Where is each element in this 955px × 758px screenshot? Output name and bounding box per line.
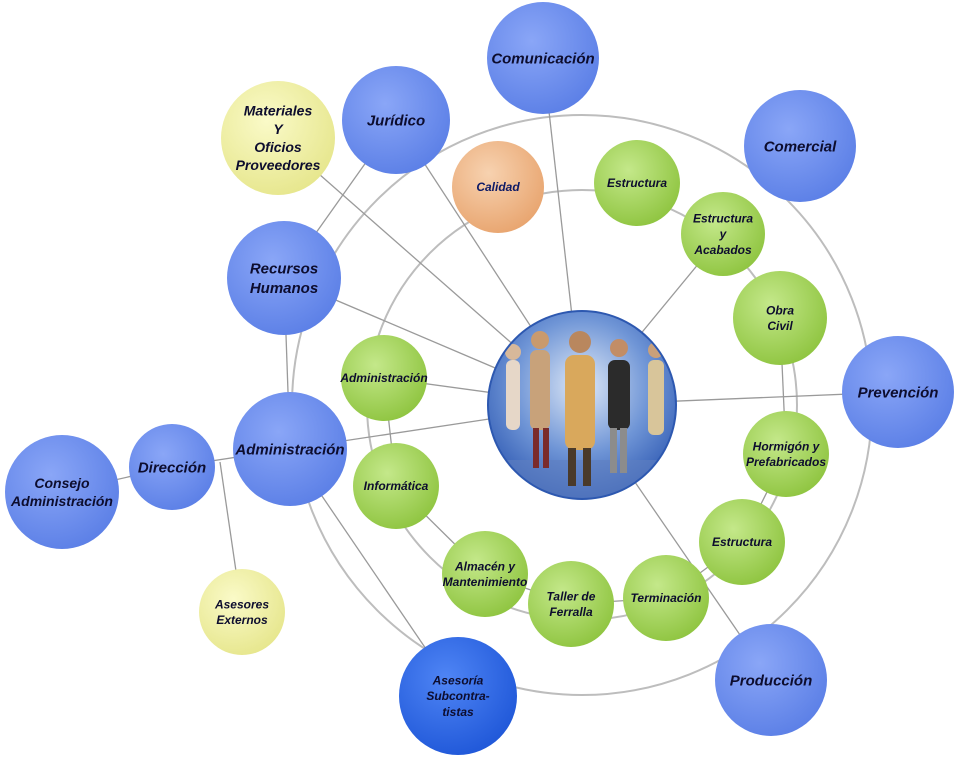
node-terminacion[interactable]: Terminación <box>623 555 709 641</box>
node-circle <box>353 443 439 529</box>
people-figures-icon <box>505 331 664 486</box>
node-hormigon-prefabricados[interactable]: Hormigón y Prefabricados <box>743 411 829 497</box>
node-label: Estructura <box>712 535 772 549</box>
node-label: Producción <box>730 672 813 689</box>
node-label: Oficios <box>254 139 302 155</box>
node-label: Externos <box>216 613 268 627</box>
node-label: Subcontra- <box>426 689 489 703</box>
node-circle <box>233 392 347 506</box>
node-circle <box>842 336 954 448</box>
node-circle <box>227 221 341 335</box>
node-circle <box>487 2 599 114</box>
node-label: Administración <box>339 371 427 385</box>
node-direccion[interactable]: Dirección <box>129 424 215 510</box>
node-label: Hormigón y <box>753 439 821 453</box>
node-estructura-top[interactable]: Estructura <box>594 140 680 226</box>
node-produccion[interactable]: Producción <box>715 624 827 736</box>
diagram-nodes: ComunicaciónComercialPrevenciónProducció… <box>5 2 954 755</box>
center-photo <box>487 310 677 500</box>
node-comunicacion[interactable]: Comunicación <box>487 2 599 114</box>
node-label: Administración <box>10 493 113 509</box>
node-label: Proveedores <box>236 157 321 173</box>
node-label: Acabados <box>693 243 752 257</box>
node-comercial[interactable]: Comercial <box>744 90 856 202</box>
node-almacen-mantenimiento[interactable]: Almacén y Mantenimiento <box>442 531 528 617</box>
node-circle <box>681 192 765 276</box>
node-label: Recursos <box>250 261 318 278</box>
node-label: Informática <box>364 479 429 493</box>
node-prevencion[interactable]: Prevención <box>842 336 954 448</box>
node-label: Comunicación <box>491 50 594 67</box>
node-calidad[interactable]: Calidad <box>452 141 544 233</box>
node-label: Dirección <box>138 459 206 476</box>
node-circle <box>341 335 427 421</box>
node-circle <box>5 435 119 549</box>
node-label: Obra <box>766 303 794 317</box>
node-circle <box>733 271 827 365</box>
node-label: Jurídico <box>367 112 425 129</box>
node-label: Estructura <box>693 212 753 226</box>
node-label: Consejo <box>34 475 90 491</box>
node-circle <box>715 624 827 736</box>
node-label: Comercial <box>764 138 837 155</box>
node-circle <box>743 411 829 497</box>
node-label: Almacén y <box>454 559 516 573</box>
node-label: Prefabricados <box>746 455 826 469</box>
node-juridico[interactable]: Jurídico <box>342 66 450 174</box>
node-estructura-bottom[interactable]: Estructura <box>699 499 785 585</box>
node-taller-de-ferralla[interactable]: Taller de Ferralla <box>528 561 614 647</box>
node-label: Humanos <box>250 280 318 297</box>
node-circle <box>594 140 680 226</box>
node-label: Taller de <box>547 589 596 603</box>
node-informatica[interactable]: Informática <box>353 443 439 529</box>
node-label: Terminación <box>631 591 702 605</box>
node-administracion-inner[interactable]: Administración <box>339 335 428 421</box>
node-label: Mantenimiento <box>443 575 528 589</box>
node-circle <box>221 81 335 195</box>
node-administracion[interactable]: Administración <box>233 392 347 506</box>
node-circle <box>129 424 215 510</box>
node-circle <box>442 531 528 617</box>
node-circle <box>342 66 450 174</box>
node-label: Prevención <box>858 384 939 401</box>
node-label: Ferralla <box>549 605 593 619</box>
node-circle <box>399 637 517 755</box>
node-label: Civil <box>767 319 793 333</box>
node-label: Calidad <box>476 180 520 194</box>
node-label: Y <box>273 121 284 137</box>
node-label: y <box>719 227 728 241</box>
node-label: Materiales <box>244 103 313 119</box>
node-circle <box>623 555 709 641</box>
node-label: Asesores <box>214 597 269 611</box>
node-label: Asesoría <box>432 674 484 688</box>
node-circle <box>199 569 285 655</box>
node-label: Estructura <box>607 176 667 190</box>
node-circle <box>699 499 785 585</box>
node-label: tistas <box>442 705 474 719</box>
node-circle <box>452 141 544 233</box>
node-circle <box>744 90 856 202</box>
node-label: Administración <box>234 441 344 458</box>
node-circle <box>528 561 614 647</box>
